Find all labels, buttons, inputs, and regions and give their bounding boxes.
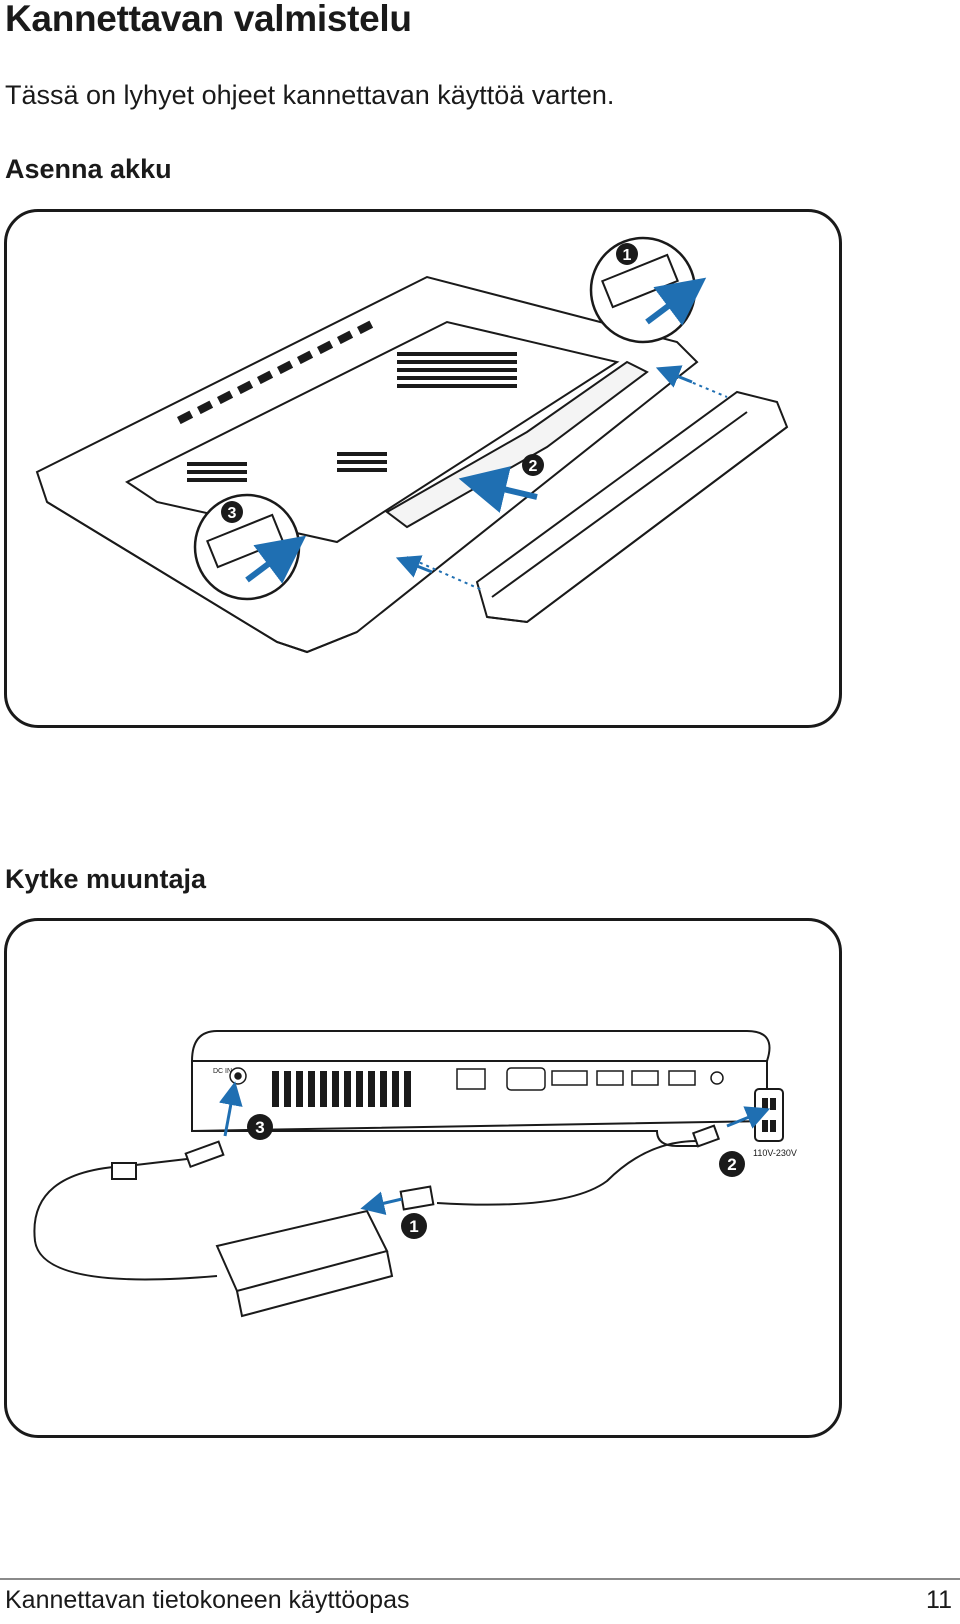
step-marker-3-icon — [221, 501, 243, 523]
adapter-step-2-icon — [719, 1151, 745, 1177]
adapter-step-3-icon — [247, 1114, 273, 1140]
dc-in-label: DC IN — [213, 1068, 232, 1075]
vga-port-icon — [506, 1067, 546, 1091]
section-heading-battery: Asenna akku — [5, 154, 172, 184]
step-2-label: 2 — [529, 458, 538, 475]
usb-port-1-icon — [596, 1070, 624, 1086]
side-ports — [229, 1067, 724, 1091]
wall-outlet — [754, 1088, 784, 1142]
adapter-illustration-panel: DC IN 110V-230V — [4, 918, 842, 1438]
laptop-underside — [35, 275, 699, 654]
usb-port-2-icon — [631, 1070, 659, 1086]
lock-inset-3: 3 — [193, 493, 307, 601]
adapter-arrows — [219, 1081, 771, 1215]
arrows — [395, 365, 693, 578]
outlet-voltage-label: 110V-230V — [753, 1148, 797, 1158]
cables — [33, 1140, 698, 1281]
adapter-illustration: DC IN 110V-230V — [33, 1030, 797, 1318]
footer-title: Kannettavan tietokoneen käyttöopas — [5, 1586, 410, 1614]
step-marker-1-icon — [616, 243, 638, 265]
section-heading-adapter: Kytke muuntaja — [5, 864, 207, 894]
audio-port-icon — [710, 1071, 724, 1085]
step-3-label: 3 — [228, 505, 237, 522]
step-marker-2: 2 — [522, 454, 544, 476]
lan-port-icon — [456, 1068, 486, 1090]
arrow-adapter-icon — [360, 1191, 403, 1215]
step-marker-2-icon — [522, 454, 544, 476]
adapter-step-2-label: 2 — [727, 1155, 736, 1174]
arrow-outlet-icon — [726, 1106, 771, 1129]
vent-slots — [177, 320, 517, 482]
page-title: Kannettavan valmistelu — [5, 0, 412, 39]
side-vents — [272, 1071, 411, 1107]
adapter-step-markers: 1 2 3 — [247, 1114, 745, 1239]
adapter-step-1-icon — [401, 1213, 427, 1239]
power-adapter — [215, 1209, 394, 1318]
page-number: 11 — [926, 1586, 952, 1614]
ac-plug — [399, 1124, 721, 1211]
arrow-insert-icon — [458, 466, 538, 513]
hdmi-port-icon — [551, 1070, 588, 1086]
intro-text: Tässä on lyhyet ohjeet kannettavan käytt… — [5, 80, 615, 110]
footer-divider — [0, 1578, 960, 1580]
battery-illustration-panel: 1 3 2 — [4, 209, 842, 728]
adapter-step-1-label: 1 — [409, 1217, 418, 1236]
battery-pack — [475, 390, 789, 624]
battery-illustration: 1 3 2 — [35, 236, 789, 654]
usb-port-3-icon — [668, 1070, 696, 1086]
dc-plug — [111, 1140, 225, 1180]
lock-inset-1: 1 — [589, 236, 707, 344]
adapter-step-3-label: 3 — [255, 1118, 264, 1137]
arrow-dc-in-icon — [219, 1081, 243, 1137]
step-1-label: 1 — [623, 247, 632, 264]
